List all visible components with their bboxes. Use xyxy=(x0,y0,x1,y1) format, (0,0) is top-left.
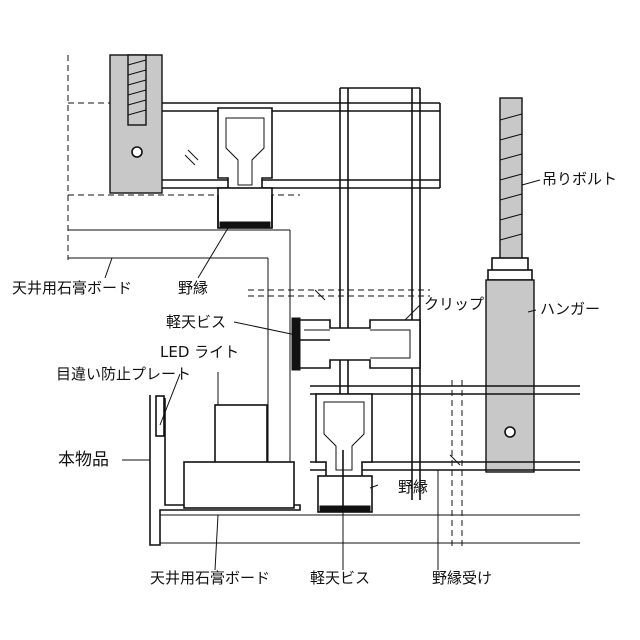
label-ceiling-board-top: 天井用石膏ボード xyxy=(12,279,132,297)
side-screw xyxy=(292,318,300,370)
label-ceiling-board-bottom: 天井用石膏ボード xyxy=(150,569,270,587)
label-screw-bottom: 軽天ビス xyxy=(310,569,370,587)
label-eye-guard-plate: 目違い防止プレート xyxy=(56,365,191,383)
right-hanger xyxy=(486,258,534,472)
upper-furring-receiver xyxy=(162,103,440,188)
upper-left-hanger xyxy=(110,55,162,193)
label-led-light: LED ライト xyxy=(160,343,239,361)
upper-clip xyxy=(218,108,272,195)
label-product: 本物品 xyxy=(58,451,109,469)
side-clip xyxy=(296,320,420,368)
label-clip: クリップ xyxy=(424,295,484,313)
label-furring-top: 野縁 xyxy=(178,279,208,297)
led-light xyxy=(215,405,267,465)
label-furring-bottom: 野縁 xyxy=(398,478,428,496)
lower-clip xyxy=(316,394,372,478)
lower-ceiling-board xyxy=(160,515,580,543)
label-furring-receiver: 野縁受け xyxy=(432,569,492,587)
label-screw-top: 軽天ビス xyxy=(166,313,226,331)
label-hanger: ハンガー xyxy=(540,300,600,318)
upper-furring xyxy=(218,188,272,228)
label-hanging-bolt: 吊りボルト xyxy=(542,170,617,188)
